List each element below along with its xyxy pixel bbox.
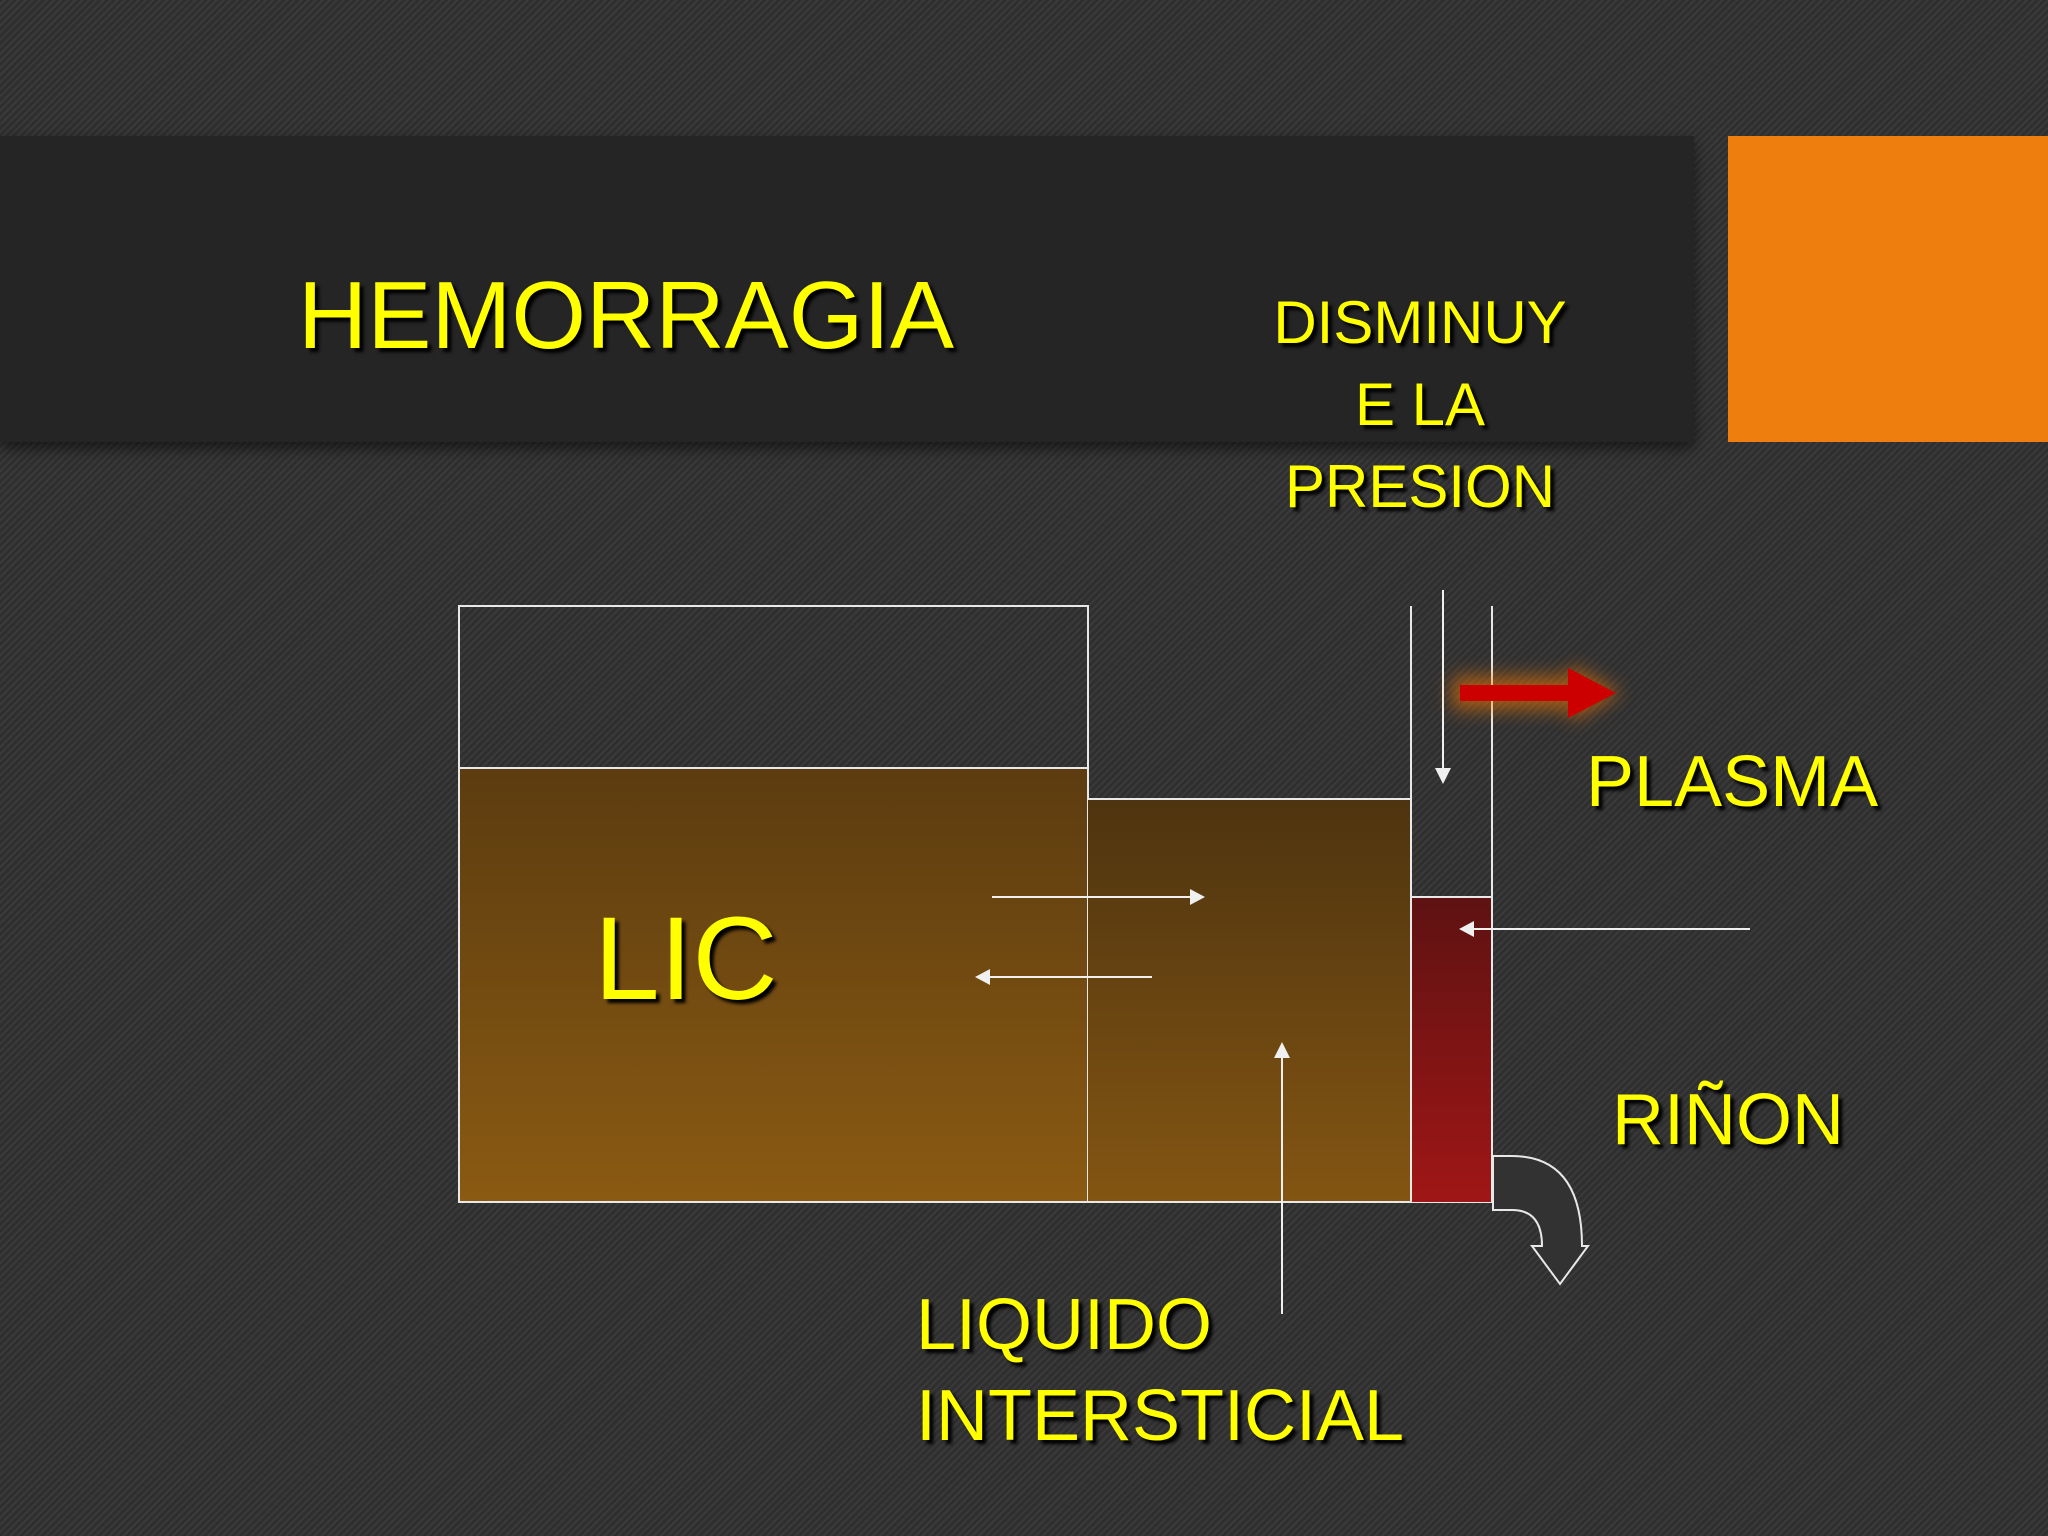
kidney-label: RIÑON [1612,1080,1844,1160]
pressure-arrow-head [1435,768,1451,784]
interstitial-to-lic-arrow-head [975,969,990,985]
interstitial-label-line: INTERSTICIAL [916,1376,1405,1457]
title-band [0,136,1694,442]
lic-to-interstitial-arrow-head [1190,889,1205,905]
interstitial-label-line: LIQUIDO [916,1285,1213,1365]
interstitial-pointer-head [1274,1042,1290,1058]
subtitle-line: PRESION [1284,453,1556,521]
lic-fluid [459,768,1088,1202]
subtitle-line: DISMINUY [1273,289,1567,356]
subtitle-line: E LA [1354,371,1486,439]
plasma-blood [1411,897,1492,1202]
blood-loss-arrow [1452,664,1622,722]
slide-title: HEMORRAGIA [298,262,955,369]
slide-subtitle: DISMINUY E LA PRESION [1210,282,1630,529]
plasma-label: PLASMA [1586,742,1879,822]
lic-label: LIC [594,893,778,1025]
interstitial-label: LIQUIDO INTERSTICIAL [916,1280,1404,1463]
interstitial-fluid [1088,799,1411,1202]
kidney-arrow-head [1459,921,1474,937]
outflow-arrow-icon [1492,1155,1590,1286]
accent-block [1728,136,2048,442]
